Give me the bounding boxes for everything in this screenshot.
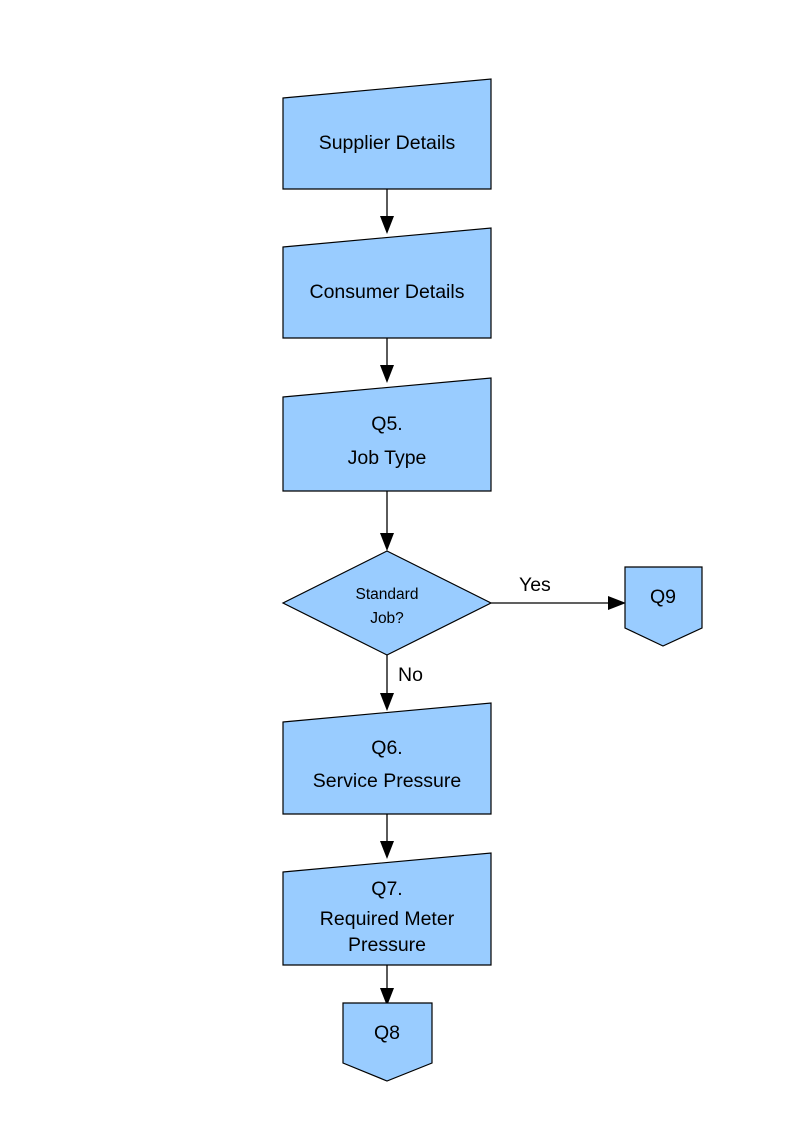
- connector-q7-to-q8: [380, 965, 394, 1006]
- supplier-details-shape: [282, 78, 492, 190]
- arrow-head-7: [380, 988, 394, 1006]
- q9-label: Q9: [650, 586, 676, 608]
- edge-label-no: No: [398, 664, 423, 686]
- q7-required-meter-pressure-label-line1: Q7.: [371, 878, 402, 900]
- node-q7-required-meter-pressure[interactable]: Q7. Required Meter Pressure: [282, 852, 492, 966]
- connector-decision-to-q9: [491, 596, 626, 610]
- q5-job-type-label-line2: Job Type: [348, 447, 427, 469]
- q5-job-type-label-line1: Q5.: [371, 413, 402, 435]
- connector-q5-to-decision: [380, 491, 394, 551]
- standard-job-decision-label-line2: Job?: [370, 610, 404, 627]
- arrow-head-6: [380, 841, 394, 859]
- standard-job-decision-label-line1: Standard: [356, 586, 419, 603]
- q7-required-meter-pressure-label-line2: Required Meter: [320, 908, 455, 930]
- node-q8[interactable]: Q8: [342, 1002, 433, 1082]
- q6-service-pressure-shape: [282, 702, 492, 815]
- node-standard-job-decision[interactable]: Standard Job?: [281, 550, 493, 656]
- q7-required-meter-pressure-shape: [282, 852, 492, 966]
- arrow-head-2: [380, 365, 394, 383]
- arrow-head-5: [380, 693, 394, 711]
- arrow-head-3: [380, 533, 394, 551]
- connector-supplier-to-consumer: [380, 189, 394, 234]
- node-q5-job-type[interactable]: Q5. Job Type: [282, 377, 492, 492]
- node-supplier-details[interactable]: Supplier Details: [282, 78, 492, 190]
- q7-required-meter-pressure-label-line3: Pressure: [348, 934, 426, 956]
- connector-consumer-to-q5: [380, 338, 394, 383]
- node-q9[interactable]: Q9: [624, 566, 703, 647]
- consumer-details-shape: [282, 227, 492, 339]
- connector-decision-to-q6: [380, 655, 394, 711]
- arrow-head-4: [608, 596, 626, 610]
- node-q6-service-pressure[interactable]: Q6. Service Pressure: [282, 702, 492, 815]
- edge-label-yes: Yes: [519, 574, 551, 596]
- consumer-details-label: Consumer Details: [310, 281, 465, 303]
- arrow-head-1: [380, 216, 394, 234]
- q5-job-type-shape: [282, 377, 492, 492]
- supplier-details-label: Supplier Details: [319, 132, 456, 154]
- q6-service-pressure-label-line2: Service Pressure: [313, 770, 461, 792]
- q8-shape: [342, 1002, 433, 1082]
- q8-label: Q8: [374, 1022, 400, 1044]
- node-consumer-details[interactable]: Consumer Details: [282, 227, 492, 339]
- q9-shape: [624, 566, 703, 647]
- connector-q6-to-q7: [380, 814, 394, 859]
- q6-service-pressure-label-line1: Q6.: [371, 737, 402, 759]
